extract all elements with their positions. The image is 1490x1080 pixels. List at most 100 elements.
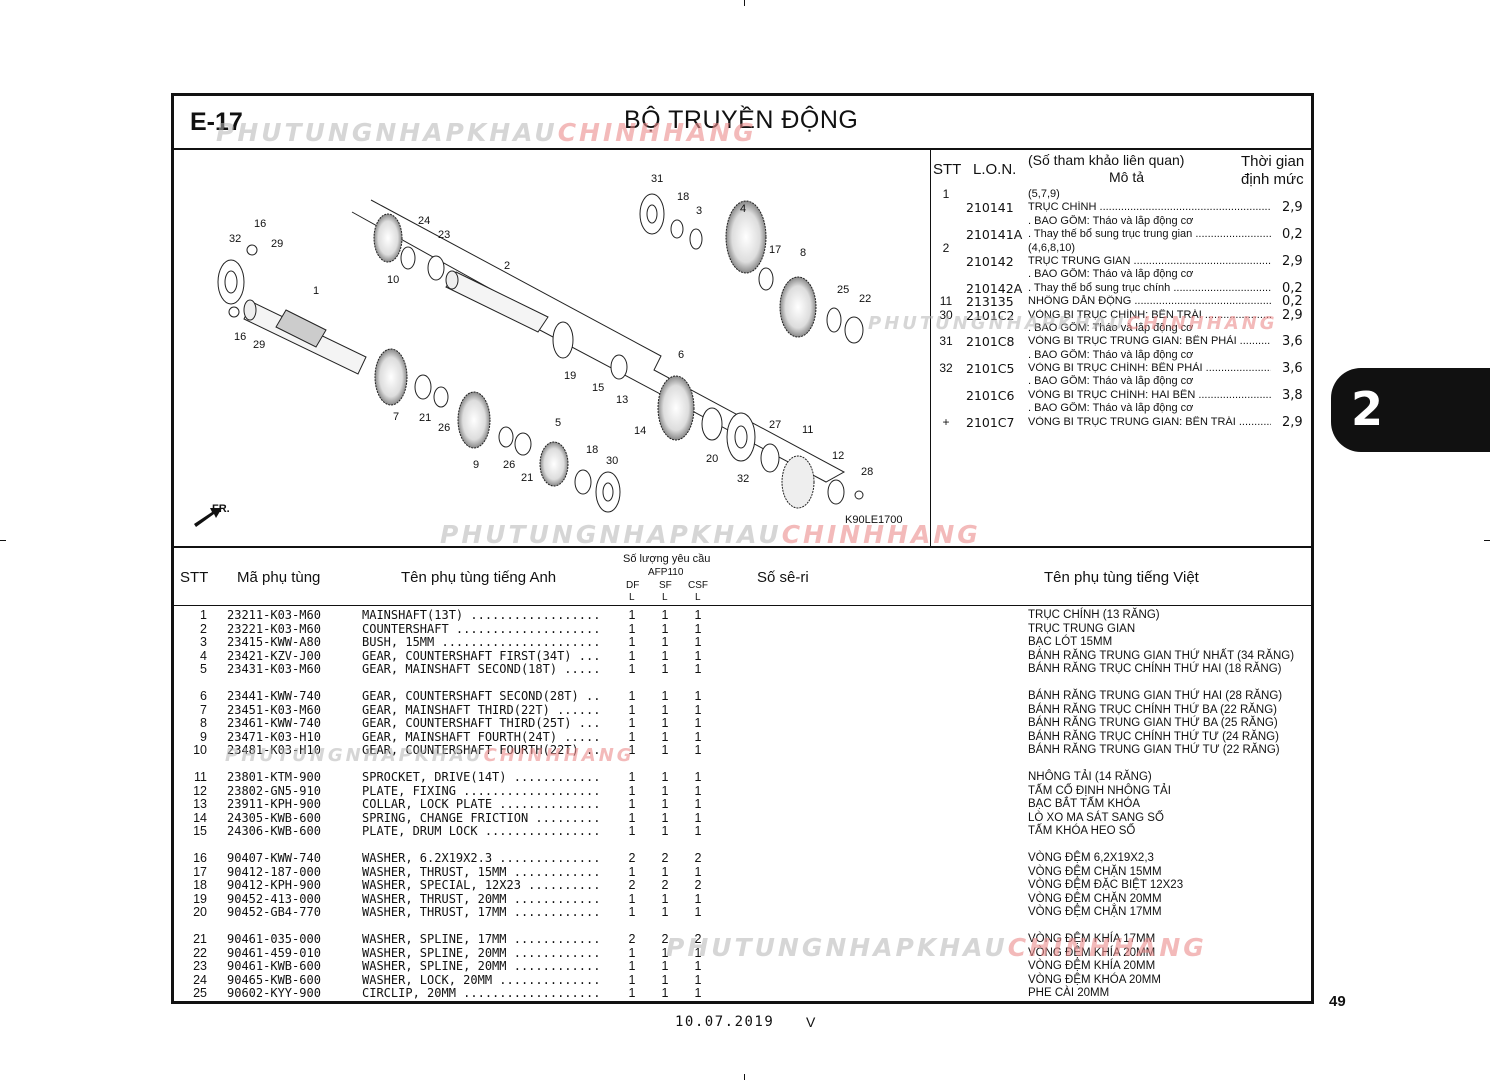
row-qty-df: 1 (628, 959, 636, 973)
row-qty-csf: 2 (694, 851, 702, 865)
callout-number: 32 (229, 233, 241, 245)
row-qty-csf: 1 (694, 905, 702, 919)
row-stt: 20 (193, 905, 207, 919)
row-qty-csf: 1 (694, 743, 702, 757)
callout-number: 25 (837, 284, 849, 296)
labor-stt: 30 (939, 307, 953, 322)
labor-stt: + (942, 414, 950, 429)
row-qty-sf: 1 (661, 716, 669, 730)
labor-stt: 11 (939, 294, 953, 309)
callout-number: 29 (253, 339, 265, 351)
row-qty-csf: 1 (694, 810, 702, 825)
row-part-number: 24306-KWB-600 (227, 824, 321, 838)
row-part-number: 90461-KWB-600 (227, 959, 321, 973)
labor-desc: VÒNG BI TRỤC CHÍNH: BÊN TRÁI (1028, 309, 1271, 322)
row-stt: 14 (193, 810, 207, 825)
row-name-en: CIRCLIP, 20MM (362, 987, 598, 1001)
watermark-text: PHUTUNGNHAPKHAU (225, 745, 484, 766)
col-df: DF (626, 580, 640, 591)
col-qty: Số lượng yêu cầu (623, 553, 711, 565)
labor-row: . BAO GỒM: Tháo và lắp động cơ (935, 402, 1310, 415)
labor-desc: (4,6,8,10) (1028, 241, 1076, 254)
mainshaft-drawing (243, 299, 367, 375)
row-stt: 16 (193, 851, 207, 865)
callout-number: 23 (438, 229, 450, 241)
row-qty-df: 2 (628, 851, 636, 865)
callout-number: 26 (438, 422, 450, 434)
row-name-en: WASHER, SPLINE, 17MM (362, 933, 598, 947)
labor-desc: TRỤC TRUNG GIAN (1028, 255, 1271, 268)
col-name-vn: Tên phụ tùng tiếng Việt (1044, 569, 1199, 586)
labor-col-desc: (Số tham khảo liên quan) (1028, 152, 1185, 168)
callout-number: 2 (504, 260, 510, 272)
row-name-en: WASHER, THRUST, 15MM (362, 866, 598, 880)
watermark: PHUTUNGNHAPKHAUCHINHHANG (225, 745, 635, 766)
labor-code: 210142A (966, 280, 1023, 296)
row-name-vn: BẠC LÓT 15MM (1028, 636, 1113, 648)
callout-number: 12 (832, 450, 844, 462)
row-qty-csf: 2 (694, 878, 702, 892)
row-part-number: 90602-KYY-900 (227, 986, 321, 1000)
col-stt: STT (180, 569, 209, 586)
row-qty-sf: 1 (661, 662, 669, 676)
labor-desc: . BAO GỒM: Tháo và lắp động cơ (1028, 348, 1194, 361)
labor-desc: . Thay thế bổ sung trục chính (1028, 282, 1271, 295)
row-stt: 8 (200, 716, 207, 730)
labor-row: 2(4,6,8,10) (935, 241, 1310, 255)
labor-code: 2101C5 (966, 361, 1015, 377)
row-qty-sf: 1 (661, 770, 669, 784)
row-qty-df: 1 (628, 729, 636, 744)
labor-row: . BAO GỒM: Tháo và lắp động cơ (935, 322, 1310, 335)
labor-row: . BAO GỒM: Tháo và lắp động cơ (935, 215, 1310, 228)
row-qty-df: 1 (628, 662, 636, 676)
row-stt: 22 (193, 945, 207, 960)
row-name-en: SPRING, CHANGE FRICTION (362, 812, 598, 826)
watermark-text: CHINHHANG (483, 745, 635, 766)
row-name-en: COUNTERSHAFT (362, 623, 598, 637)
row-name-vn: BÁNH RĂNG TRUNG GIAN THỨ HAI (28 RĂNG) (1028, 690, 1283, 702)
row-name-en: GEAR, COUNTERSHAFT SECOND(28T) (362, 690, 598, 704)
row-qty-sf: 1 (661, 986, 669, 1000)
row-qty-df: 1 (628, 972, 636, 987)
row-qty-sf: 1 (661, 864, 669, 879)
row-name-en: GEAR, MAINSHAFT SECOND(18T) (362, 663, 598, 677)
callout-number: 1 (313, 285, 319, 297)
row-qty-sf: 2 (661, 851, 669, 865)
row-qty-sf: 1 (661, 743, 669, 757)
page-title: BỘ TRUYỀN ĐỘNG (624, 106, 859, 134)
row-part-number: 23431-K03-M60 (227, 662, 321, 676)
labor-desc: . BAO GỒM: Tháo và lắp động cơ (1028, 375, 1194, 388)
row-qty-csf: 1 (694, 689, 702, 703)
callout-number: 6 (678, 349, 684, 361)
row-qty-sf: 1 (661, 702, 669, 717)
row-qty-sf: 1 (661, 891, 669, 906)
labor-desc: VÒNG BI TRỤC CHÍNH: HAI BÊN (1028, 389, 1271, 402)
footer-date: 10.07.2019 (675, 1014, 775, 1030)
row-stt: 17 (193, 864, 207, 879)
row-name-en: WASHER, 6.2X19X2.3 (362, 852, 598, 866)
labor-desc: . BAO GỒM: Tháo và lắp động cơ (1028, 402, 1194, 415)
row-name-en: GEAR, COUNTERSHAFT FIRST(34T) (362, 650, 598, 664)
row-name-vn: BÁNH RĂNG TRỤC CHÍNH THỨ HAI (18 RĂNG) (1028, 663, 1282, 675)
col-l: L (629, 592, 635, 603)
callout-number: 8 (800, 247, 806, 259)
row-name-en: WASHER, SPLINE, 20MM (362, 960, 598, 974)
labor-desc: . BAO GỒM: Tháo và lắp động cơ (1028, 321, 1194, 334)
row-name-en: GEAR, COUNTERSHAFT THIRD(25T) (362, 717, 598, 731)
row-stt: 24 (193, 972, 207, 987)
row-part-number: 90452-413-000 (227, 891, 321, 906)
footer-version: V (806, 1014, 816, 1030)
row-qty-sf: 1 (661, 959, 669, 973)
row-stt: 18 (193, 878, 207, 892)
